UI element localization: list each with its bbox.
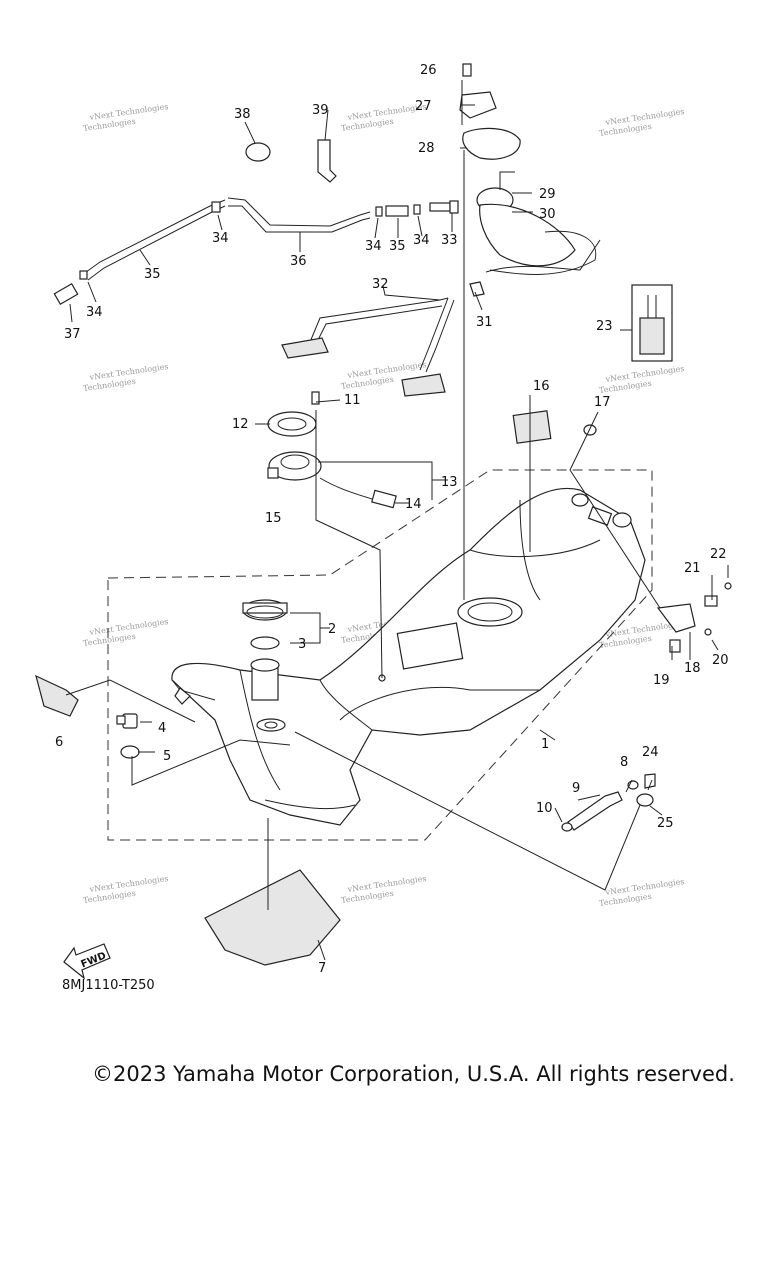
callout-34: 34: [86, 305, 103, 320]
mat-7: [204, 869, 341, 966]
fuel-pump-housing-30: [479, 203, 597, 275]
fitting-33: [429, 200, 459, 214]
callout-5: 5: [163, 749, 171, 764]
pad-6: [35, 674, 79, 717]
drain-washer: [120, 745, 140, 759]
filler-neck: [250, 658, 286, 732]
leader-lines: [65, 80, 729, 961]
watermark: vNext Technologies Technologies: [598, 107, 684, 138]
callout-1: 1: [541, 737, 549, 752]
callout-33: 33: [441, 233, 458, 248]
callout-19: 19: [653, 673, 670, 688]
callout-14: 14: [405, 497, 422, 512]
hose-36: [227, 197, 371, 227]
callout-16: 16: [533, 379, 550, 394]
callout-7: 7: [318, 961, 326, 976]
watermark: vNext Technologies Technologies: [82, 362, 168, 393]
bolt-26: [462, 63, 472, 77]
callout-35: 35: [389, 239, 406, 254]
callout-29: 29: [539, 187, 556, 202]
fuel-tank-exploded-diagram: vNext Technologies Technologies vNext Te…: [35, 63, 732, 980]
callout-17: 17: [594, 395, 611, 410]
fuel-sender-gasket: [267, 411, 317, 437]
gasket-28: [462, 127, 521, 160]
callout-21: 21: [684, 561, 701, 576]
cover-27: [459, 91, 497, 119]
callout-6: 6: [55, 735, 63, 750]
watermark: vNext Technologies Technologies: [598, 877, 684, 908]
hose-35-short: [385, 205, 409, 217]
callout-3: 3: [298, 637, 306, 652]
callout-37: 37: [64, 327, 81, 342]
module-23: [631, 284, 673, 362]
fwd-arrow-icon: FWD: [63, 943, 111, 980]
callout-38: 38: [234, 107, 251, 122]
fitting-24: [644, 773, 656, 789]
callout-31: 31: [476, 315, 493, 330]
callout-22: 22: [710, 547, 727, 562]
watermark: vNext Technologies Technologies: [598, 364, 684, 395]
callout-34: 34: [365, 239, 382, 254]
fitting-37: [53, 282, 79, 306]
callout-11: 11: [344, 393, 361, 408]
clip-38: [245, 142, 271, 162]
breather-hose-32: [281, 297, 455, 397]
callout-4: 4: [158, 721, 166, 736]
callout-27: 27: [415, 99, 432, 114]
watermark: vNext Technologies Technologies: [340, 874, 426, 905]
clip-39: [317, 139, 337, 183]
callout-18: 18: [684, 661, 701, 676]
callout-39: 39: [312, 103, 329, 118]
clamp-34: [211, 201, 221, 213]
cap-gasket: [250, 636, 280, 650]
filler-cap: [242, 599, 288, 621]
callouts: 1 2 3 4 5 6 7 8 9 10 11 12 13 14 15 16 1…: [55, 63, 729, 976]
cap-17: [583, 424, 597, 436]
hose-36-b: [228, 205, 371, 233]
diagram-code: 8MJ1110-T250: [62, 978, 155, 993]
callout-24: 24: [642, 745, 659, 760]
callout-28: 28: [418, 141, 435, 156]
cap-31: [469, 281, 485, 297]
clamp-34: [413, 204, 421, 215]
drain-bolt: [116, 713, 138, 729]
callout-35: 35: [144, 267, 161, 282]
callout-36: 36: [290, 254, 307, 269]
clamp-34: [375, 206, 383, 217]
clamp-34: [79, 270, 88, 280]
copyright-notice: ©2023 Yamaha Motor Corporation, U.S.A. A…: [92, 1062, 735, 1086]
bracket-assembly: [656, 582, 732, 653]
callout-2: 2: [328, 622, 336, 637]
callout-9: 9: [572, 781, 580, 796]
callout-34: 34: [212, 231, 229, 246]
callout-10: 10: [536, 801, 553, 816]
callout-26: 26: [420, 63, 437, 78]
assembly-boundary-dashed: [107, 469, 653, 841]
watermark: vNext Technologies Technologies: [82, 874, 168, 905]
cap-10: [561, 822, 573, 832]
callout-34: 34: [413, 233, 430, 248]
callout-20: 20: [712, 653, 729, 668]
callout-8: 8: [620, 755, 628, 770]
hose-35: [81, 199, 226, 276]
screw-11: [311, 391, 320, 405]
callout-25: 25: [657, 816, 674, 831]
watermark: vNext Technologies Technologies: [82, 617, 168, 648]
callout-23: 23: [596, 319, 613, 334]
callout-15: 15: [265, 511, 282, 526]
hose-31: [485, 239, 601, 273]
watermark: vNext Technologies Technologies: [82, 102, 168, 133]
fuel-sender-unit: [267, 451, 397, 509]
fuel-tank: [171, 487, 646, 826]
callout-13: 13: [441, 475, 458, 490]
callout-32: 32: [372, 277, 389, 292]
grommet-25: [636, 793, 654, 807]
callout-12: 12: [232, 417, 249, 432]
hose-9: [567, 791, 623, 831]
label-16: [512, 410, 552, 444]
callout-30: 30: [539, 207, 556, 222]
